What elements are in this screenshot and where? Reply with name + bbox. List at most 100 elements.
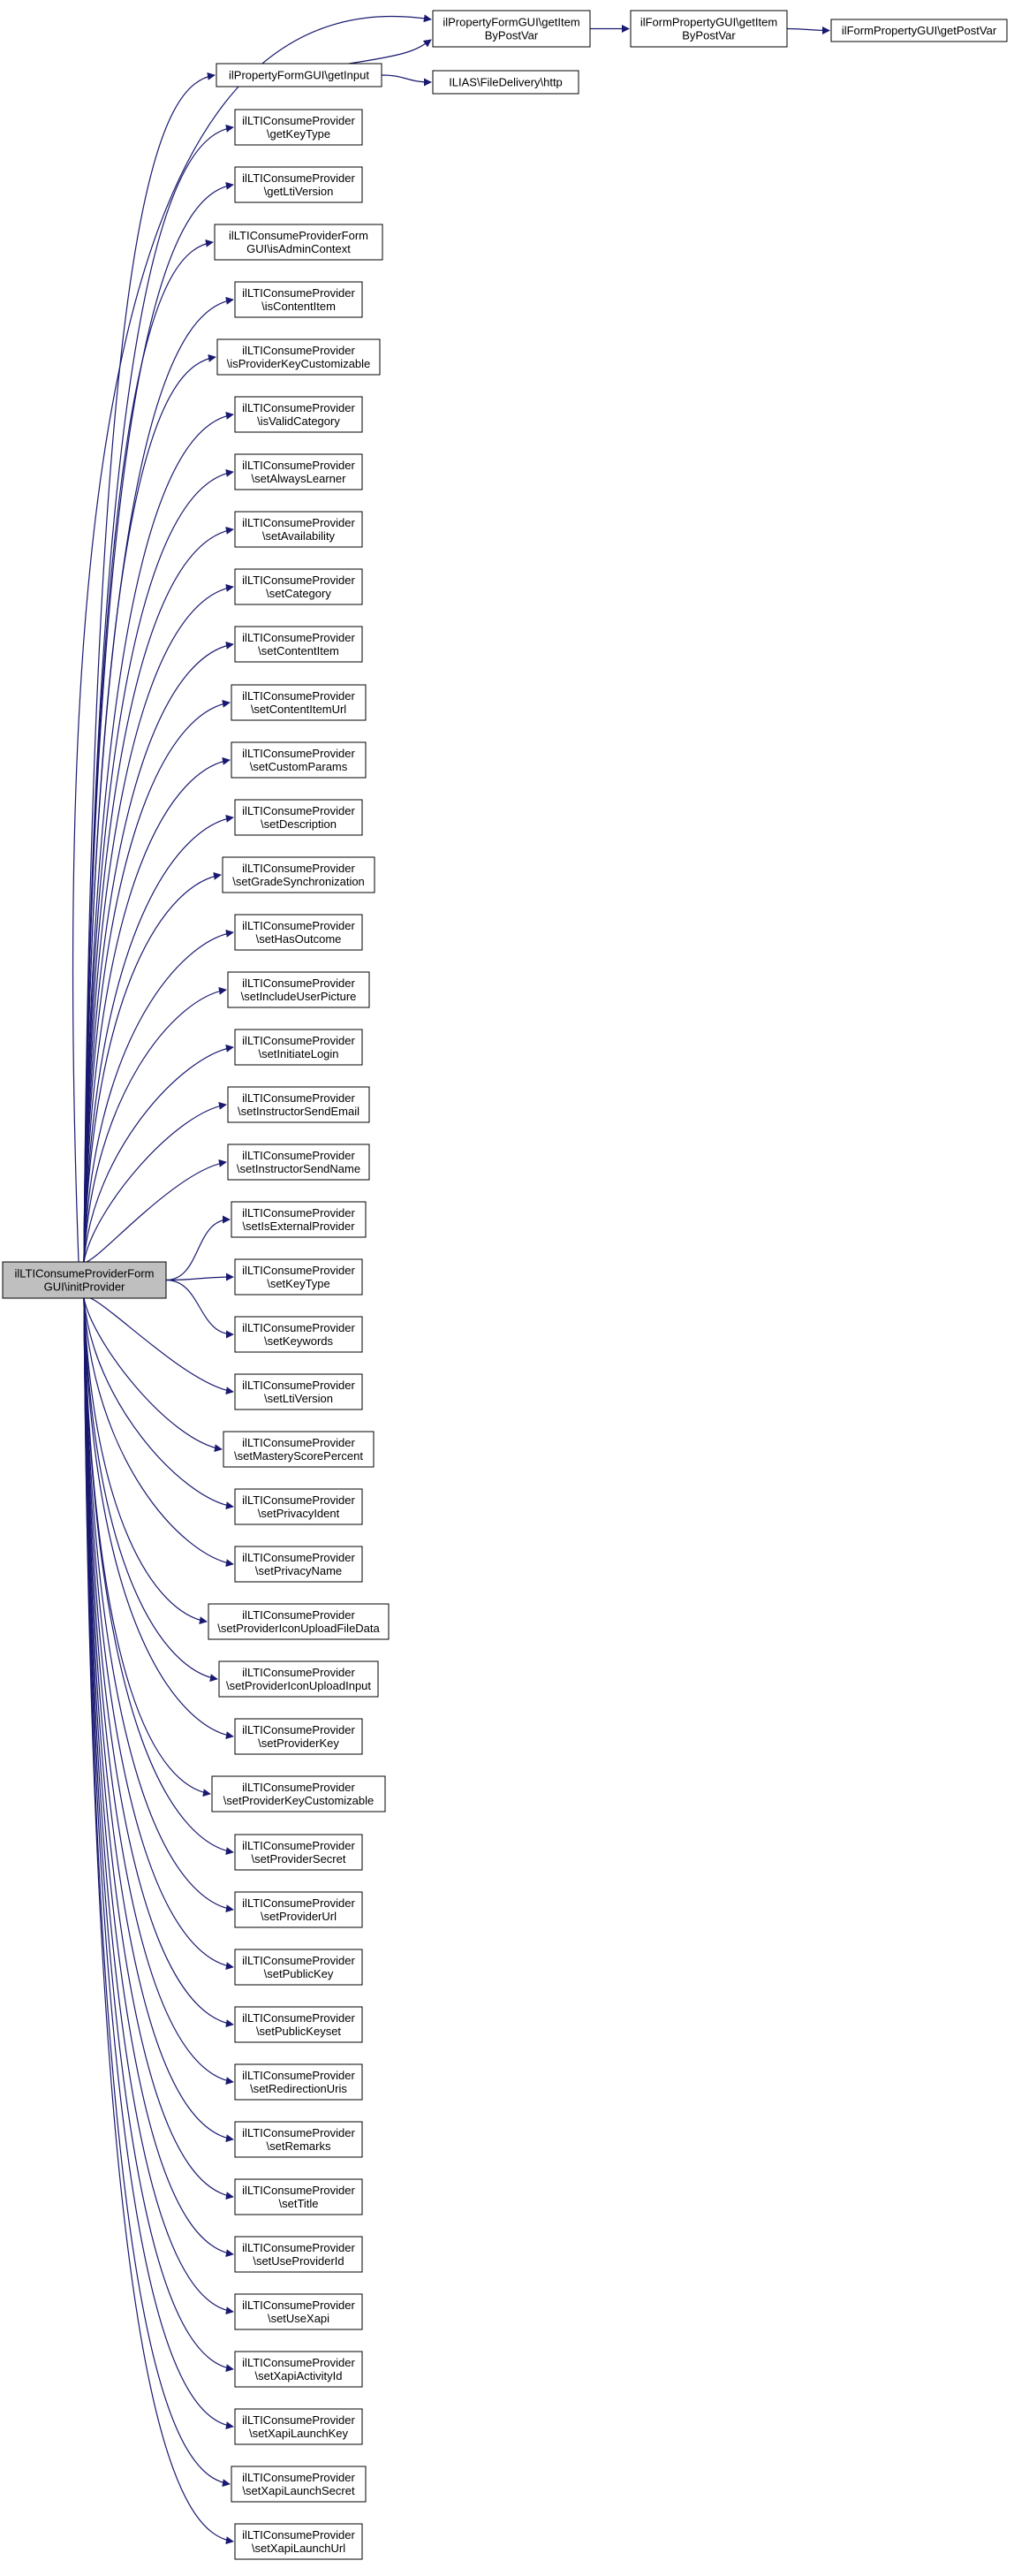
node-setcustomparams[interactable]: ilLTIConsumeProvider\setCustomParams (231, 741, 367, 779)
node-label: ilLTIConsumeProvider (242, 804, 355, 817)
node-label: \setProviderSecret (252, 1852, 346, 1866)
node-setprovidericonuploadinput[interactable]: ilLTIConsumeProvider\setProviderIconUplo… (218, 1660, 379, 1698)
node-setinstructorsendemail[interactable]: ilLTIConsumeProvider\setInstructorSendEm… (227, 1086, 370, 1123)
node-setxapiactivityid[interactable]: ilLTIConsumeProvider\setXapiActivityId (234, 2351, 363, 2388)
node-label: \setContentItem (258, 644, 339, 657)
edge-root-setincludeuserpicture (83, 986, 227, 1263)
node-setinitiatelogin[interactable]: ilLTIConsumeProvider\setInitiateLogin (234, 1029, 363, 1066)
node-setinstructorsendname[interactable]: ilLTIConsumeProvider\setInstructorSendNa… (227, 1144, 370, 1181)
node-label: \setKeyType (267, 1277, 330, 1290)
node-label: ilLTIConsumeProvider (242, 2011, 355, 2025)
node-setredirectionuris[interactable]: ilLTIConsumeProvider\setRedirectionUris (234, 2063, 363, 2101)
node-label: ilLTIConsumeProvider (242, 976, 355, 990)
edge-root-setremarks (83, 1297, 234, 2143)
node-box (234, 166, 363, 203)
edge-root-setkeywords (165, 1279, 234, 1339)
node-sethasoutcome[interactable]: ilLTIConsumeProvider\setHasOutcome (234, 914, 363, 951)
node-setkeywords[interactable]: ilLTIConsumeProvider\setKeywords (234, 1316, 363, 1353)
node-setxapilaunchkey[interactable]: ilLTIConsumeProvider\setXapiLaunchKey (234, 2408, 363, 2445)
node-box (234, 2236, 363, 2273)
node-setmasteryscorepercent[interactable]: ilLTIConsumeProvider\setMasteryScorePerc… (223, 1431, 375, 1468)
node-pf-getinput[interactable]: ilPropertyFormGUI\getInput (216, 63, 382, 87)
node-label: ilFormPropertyGUI\getPostVar (842, 24, 997, 37)
node-setuseproviderid[interactable]: ilLTIConsumeProvider\setUseProviderId (234, 2236, 363, 2273)
node-label: ByPostVar (485, 29, 539, 42)
node-label: \setGradeSynchronization (232, 875, 365, 888)
node-label: ilLTIConsumeProvider (242, 2069, 355, 2082)
edge-root-setinstructorsendname (83, 1159, 227, 1263)
node-label: \setProviderIconUploadInput (226, 1679, 371, 1692)
node-setalwayslearner[interactable]: ilLTIConsumeProvider\setAlwaysLearner (234, 453, 363, 490)
node-label: ilLTIConsumeProvider (242, 516, 355, 529)
node-setgradesynchronization[interactable]: ilLTIConsumeProvider\setGradeSynchroniza… (222, 856, 375, 893)
node-setprivacyident[interactable]: ilLTIConsumeProvider\setPrivacyIdent (234, 1488, 363, 1525)
node-settitle[interactable]: ilLTIConsumeProvider\setTitle (234, 2178, 363, 2215)
node-label: \setPrivacyName (255, 1564, 342, 1577)
node-label: ilLTIConsumeProvider (242, 1781, 355, 1794)
edge-root-setxapilaunchsecret (83, 1297, 231, 2488)
node-label: ilLTIConsumeProvider (242, 2471, 355, 2484)
node-setavailability[interactable]: ilLTIConsumeProvider\setAvailability (234, 511, 363, 548)
node-setcontentitem[interactable]: ilLTIConsumeProvider\setContentItem (234, 626, 363, 663)
node-setcontentitemurl[interactable]: ilLTIConsumeProvider\setContentItemUrl (231, 684, 367, 721)
node-label: ilLTIConsumeProvider (242, 747, 355, 760)
node-setcategory[interactable]: ilLTIConsumeProvider\setCategory (234, 568, 363, 605)
node-setisexternalprovider[interactable]: ilLTIConsumeProvider\setIsExternalProvid… (231, 1201, 367, 1238)
node-label: \setInstructorSendEmail (238, 1105, 359, 1118)
node-setincludeuserpicture[interactable]: ilLTIConsumeProvider\setIncludeUserPictu… (227, 971, 370, 1008)
node-setusexapi[interactable]: ilLTIConsumeProvider\setUseXapi (234, 2293, 363, 2330)
node-getltiversion[interactable]: ilLTIConsumeProvider\getLtiVersion (234, 166, 363, 203)
node-label: \setInstructorSendName (237, 1162, 360, 1175)
node-label: ILIAS\FileDelivery\http (449, 76, 563, 89)
node-label: \setUseProviderId (253, 2254, 344, 2268)
node-label: ByPostVar (682, 29, 736, 42)
node-box (234, 1718, 363, 1755)
node-isvalidcategory[interactable]: ilLTIConsumeProvider\isValidCategory (234, 396, 363, 433)
node-setprovidersecret[interactable]: ilLTIConsumeProvider\setProviderSecret (234, 1834, 363, 1871)
node-getkeytype[interactable]: ilLTIConsumeProvider\getKeyType (234, 109, 363, 146)
node-box (231, 2466, 367, 2503)
node-setremarks[interactable]: ilLTIConsumeProvider\setRemarks (234, 2121, 363, 2158)
node-label: \setKeywords (264, 1334, 334, 1348)
node-box (234, 453, 363, 490)
node-setproviderkey[interactable]: ilLTIConsumeProvider\setProviderKey (234, 1718, 363, 1755)
node-label: ilLTIConsumeProvider (242, 1551, 355, 1564)
node-box (234, 2006, 363, 2043)
node-setproviderurl[interactable]: ilLTIConsumeProvider\setProviderUrl (234, 1891, 363, 1928)
node-label: \setIncludeUserPicture (241, 990, 357, 1003)
node-setpublickeyset[interactable]: ilLTIConsumeProvider\setPublicKeyset (234, 2006, 363, 2043)
node-setkeytype[interactable]: ilLTIConsumeProvider\setKeyType (234, 1258, 363, 1296)
node-isadmincontext[interactable]: ilLTIConsumeProviderFormGUI\isAdminConte… (214, 224, 383, 261)
edge-pf-getinput-filedelivery-http (381, 74, 432, 87)
node-isproviderkeycustomizable[interactable]: ilLTIConsumeProvider\isProviderKeyCustom… (216, 338, 381, 376)
node-setxapilaunchsecret[interactable]: ilLTIConsumeProvider\setXapiLaunchSecret (231, 2466, 367, 2503)
node-setdescription[interactable]: ilLTIConsumeProvider\setDescription (234, 799, 363, 836)
node-setprivacyname[interactable]: ilLTIConsumeProvider\setPrivacyName (234, 1546, 363, 1583)
node-setprovidericonuploadfiledata[interactable]: ilLTIConsumeProvider\setProviderIconUplo… (208, 1603, 390, 1640)
node-label: \setPublicKey (264, 1967, 334, 1980)
node-filedelivery-http[interactable]: ILIAS\FileDelivery\http (432, 70, 579, 95)
node-label: ilLTIConsumeProvider (242, 1379, 355, 1392)
edge-root-setxapiactivityid (83, 1297, 234, 2373)
node-setltiversion[interactable]: ilLTIConsumeProvider\setLtiVersion (234, 1373, 363, 1410)
node-setproviderkeycustomizable[interactable]: ilLTIConsumeProvider\setProviderKeyCusto… (211, 1775, 386, 1812)
node-iscontentitem[interactable]: ilLTIConsumeProvider\isContentItem (234, 281, 363, 318)
node-label: ilLTIConsumeProvider (242, 1149, 355, 1162)
node-label: \setProviderKey (258, 1736, 339, 1750)
node-setxapilaunchurl[interactable]: ilLTIConsumeProvider\setXapiLaunchUrl (234, 2523, 363, 2560)
edge-root-setcustomparams (83, 756, 231, 1263)
node-setpublickey[interactable]: ilLTIConsumeProvider\setPublicKey (234, 1949, 363, 1986)
node-box (234, 1373, 363, 1410)
edge-root-setxapilaunchurl (83, 1297, 234, 2545)
node-label: ilLTIConsumeProvider (242, 114, 355, 127)
node-ff-getpostvar[interactable]: ilFormPropertyGUI\getPostVar (830, 19, 1008, 42)
node-label: ilPropertyFormGUI\getInput (229, 69, 369, 82)
node-label: ilLTIConsumeProvider (242, 1034, 355, 1047)
node-label: ilPropertyFormGUI\getItem (443, 16, 579, 29)
node-label: ilLTIConsumeProvider (242, 1206, 355, 1220)
node-label: GUI\initProvider (44, 1280, 125, 1294)
edge-root-setusexapi (83, 1297, 234, 2315)
